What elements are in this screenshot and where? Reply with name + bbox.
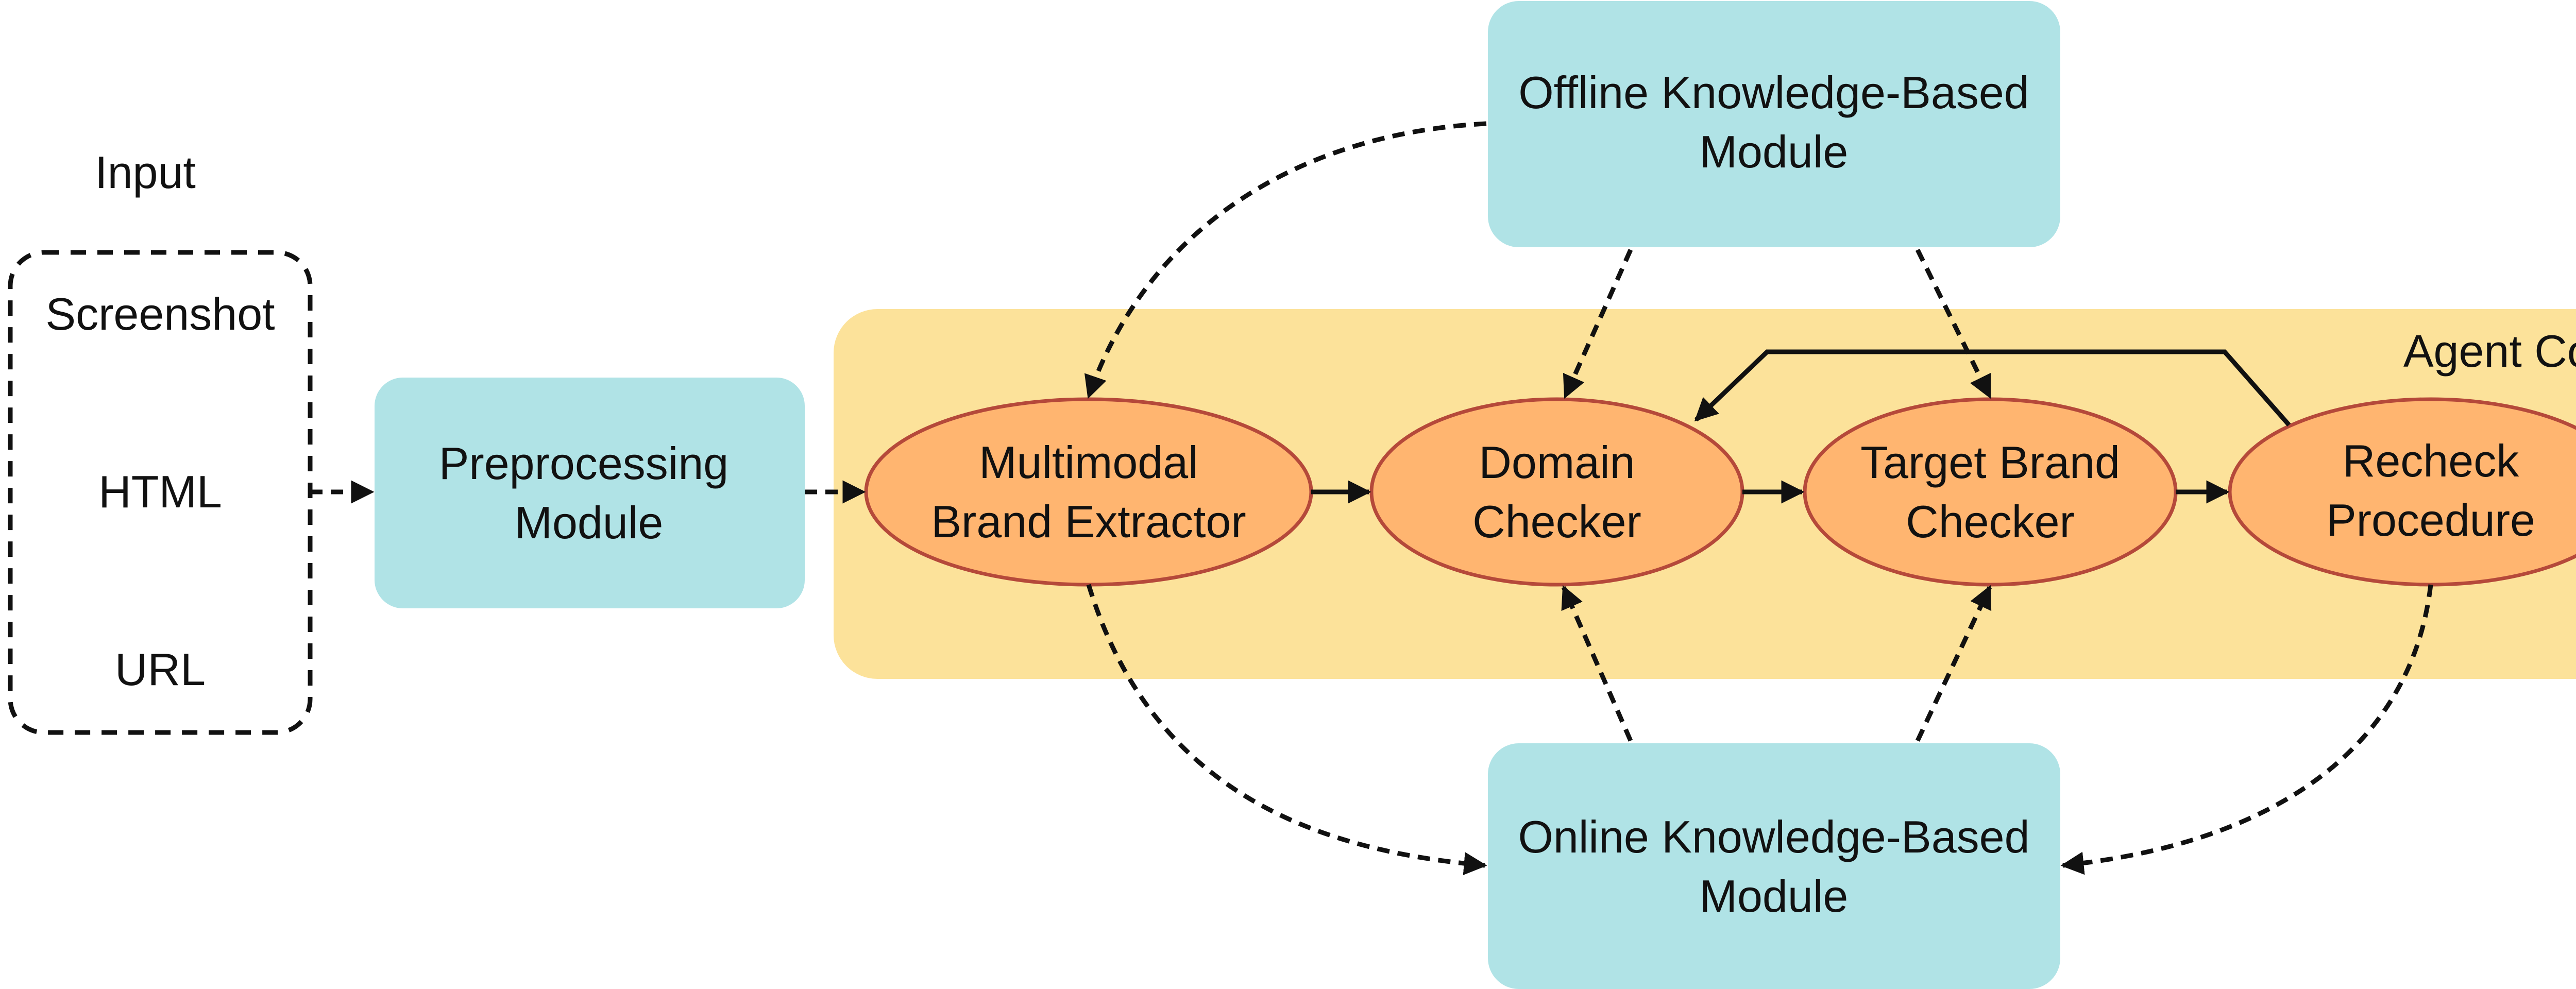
arrow-recheck-to-domain-feedback: [1694, 349, 2291, 427]
target-brand-checker-node: [1803, 397, 2178, 587]
agent-core-label: Agent Core: [2403, 326, 2576, 377]
arrow-offline-to-domain: [1563, 249, 1633, 399]
multimodal-brand-extractor-node: [864, 397, 1313, 587]
arrow-offline-to-extractor: [1084, 121, 1487, 399]
input-item-url: URL: [115, 644, 206, 695]
input-title: Input: [95, 147, 196, 198]
input-item-html: HTML: [98, 466, 222, 517]
arrow-recheck-to-online: [2060, 584, 2433, 875]
input-item-screenshot: Screenshot: [45, 288, 275, 339]
domain-checker-node: [1369, 397, 1744, 587]
arrow-extractor-to-online: [1086, 584, 1487, 875]
domain-checker-label-line1: Domain: [1479, 437, 1635, 488]
target-brand-checker-label-line2: Checker: [1906, 496, 2075, 547]
online-knowledge-module-label-line2: Module: [1700, 871, 1849, 922]
offline-knowledge-module-label-line2: Module: [1700, 126, 1849, 177]
target-brand-checker-label-line1: Target Brand: [1860, 437, 2120, 488]
preprocessing-module: [375, 378, 805, 608]
domain-checker-label-line2: Checker: [1472, 496, 1641, 547]
multimodal-brand-extractor-label-line1: Multimodal: [979, 437, 1198, 488]
arrow-online-to-domain: [1561, 585, 1633, 742]
arrow-online-to-target: [1915, 585, 1992, 742]
arrow-offline-to-target: [1915, 249, 1992, 399]
offline-knowledge-module: [1488, 1, 2060, 247]
recheck-procedure-label-line1: Recheck: [2343, 435, 2519, 486]
recheck-procedure-label-line2: Procedure: [2326, 494, 2535, 545]
preprocessing-module-label-line1: Preprocessing: [439, 438, 729, 489]
multimodal-brand-extractor-label-line2: Brand Extractor: [931, 496, 1246, 547]
offline-knowledge-module-label-line1: Offline Knowledge-Based: [1518, 67, 2029, 118]
online-knowledge-module: [1488, 743, 2060, 989]
online-knowledge-module-label-line1: Online Knowledge-Based: [1518, 811, 2029, 862]
preprocessing-module-label-line2: Module: [515, 497, 664, 548]
